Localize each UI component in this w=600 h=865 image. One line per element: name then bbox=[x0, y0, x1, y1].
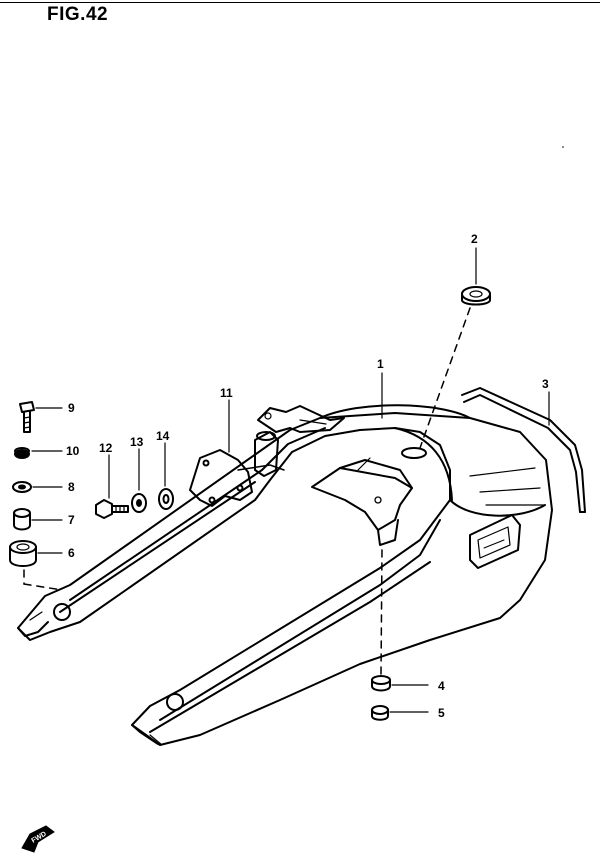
callout-3: 3 bbox=[542, 377, 549, 391]
fwd-arrow-icon: FWD bbox=[21, 825, 55, 853]
callout-9: 9 bbox=[68, 401, 75, 415]
callout-12: 12 bbox=[99, 441, 113, 455]
part-13-washer bbox=[131, 493, 147, 513]
callout-4: 4 bbox=[438, 679, 445, 693]
part-5-nut bbox=[371, 705, 389, 721]
part-12-bolt bbox=[95, 499, 129, 519]
callout-labels: 2 1 3 11 12 13 14 9 10 8 7 6 4 5 bbox=[66, 232, 549, 720]
assembly-lines bbox=[23, 307, 471, 675]
part-8-washer bbox=[12, 481, 32, 493]
part-4-cushion bbox=[371, 675, 391, 692]
callout-13: 13 bbox=[130, 435, 144, 449]
callout-6: 6 bbox=[68, 546, 75, 560]
callout-2: 2 bbox=[471, 232, 478, 246]
part-10-nut bbox=[14, 447, 30, 459]
part-9-bolt bbox=[19, 401, 35, 433]
part-7-spacer bbox=[13, 508, 31, 531]
stray-dot bbox=[562, 146, 564, 148]
top-border-line bbox=[0, 2, 600, 3]
part-2-grommet bbox=[461, 286, 491, 306]
callout-7: 7 bbox=[68, 513, 75, 527]
seat-tail-cowl bbox=[17, 404, 553, 746]
callout-5: 5 bbox=[438, 706, 445, 720]
figure-title: FIG.42 bbox=[47, 4, 109, 25]
callout-10: 10 bbox=[66, 444, 80, 458]
callout-11: 11 bbox=[220, 386, 233, 400]
part-14-washer bbox=[158, 488, 174, 510]
callout-14: 14 bbox=[156, 429, 170, 443]
part-6-bushing bbox=[9, 540, 37, 567]
callout-8: 8 bbox=[68, 480, 75, 494]
leader-lines bbox=[31, 247, 550, 713]
part-11-seat-lock bbox=[189, 405, 345, 507]
callout-1: 1 bbox=[377, 357, 384, 371]
part-3-trim-strip bbox=[461, 387, 586, 513]
